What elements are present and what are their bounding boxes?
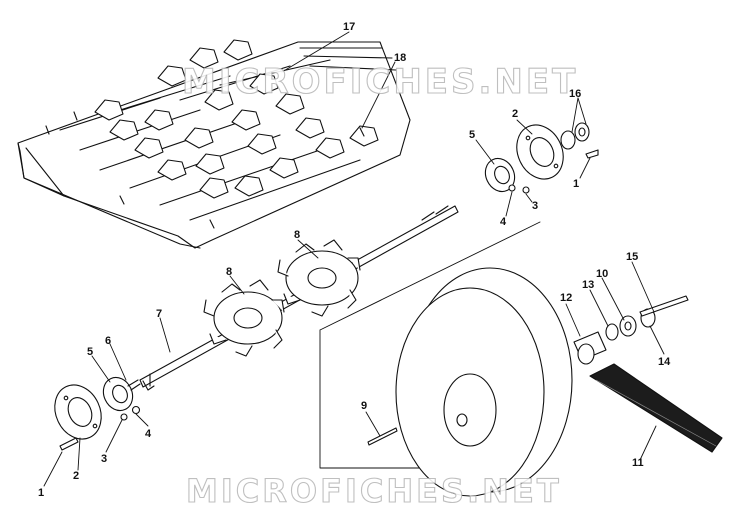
right-bearing: [484, 157, 516, 193]
callout-2-left: 2: [73, 470, 80, 482]
sprocket-right: [277, 239, 361, 317]
bolt-15: [639, 295, 689, 317]
spacer-12: [573, 331, 607, 365]
callout-1-right: 1: [573, 178, 580, 190]
callout-18: 18: [394, 52, 407, 64]
callout-16: 16: [569, 88, 582, 100]
idler-wheel: [395, 267, 573, 497]
callout-5-left: 5: [87, 346, 94, 358]
watermark-bottom: MICROFICHES.NET: [185, 471, 562, 510]
left-bearing: [102, 376, 134, 412]
track-belt: [17, 39, 411, 249]
collar-6: [127, 379, 141, 391]
watermark-top: MICROFICHES.NET: [181, 61, 579, 102]
callout-4-left: 4: [145, 428, 152, 440]
drive-belt: [589, 363, 723, 453]
callout-2-right: 2: [512, 108, 519, 120]
left-flange: [54, 384, 102, 440]
callout-7: 7: [156, 308, 163, 320]
callout-10: 10: [596, 268, 609, 280]
callout-9: 9: [361, 400, 368, 412]
callout-13: 13: [582, 279, 595, 291]
callout-5-right: 5: [469, 129, 476, 141]
callout-12: 12: [560, 292, 573, 304]
callout-4-right: 4: [500, 216, 507, 228]
callout-17: 17: [343, 21, 356, 33]
right-flange: [516, 124, 564, 180]
callout-11: 11: [632, 457, 644, 469]
pin-9: [367, 427, 398, 446]
callout-15: 15: [626, 251, 639, 263]
sprocket-left: [203, 279, 285, 357]
callout-1-left: 1: [38, 487, 45, 499]
callout-14: 14: [658, 356, 671, 368]
callout-6: 6: [105, 335, 112, 347]
callout-3-left: 3: [101, 453, 108, 465]
callout-8-left: 8: [226, 266, 233, 278]
callout-8-right: 8: [294, 229, 301, 241]
callout-3-right: 3: [532, 200, 539, 212]
